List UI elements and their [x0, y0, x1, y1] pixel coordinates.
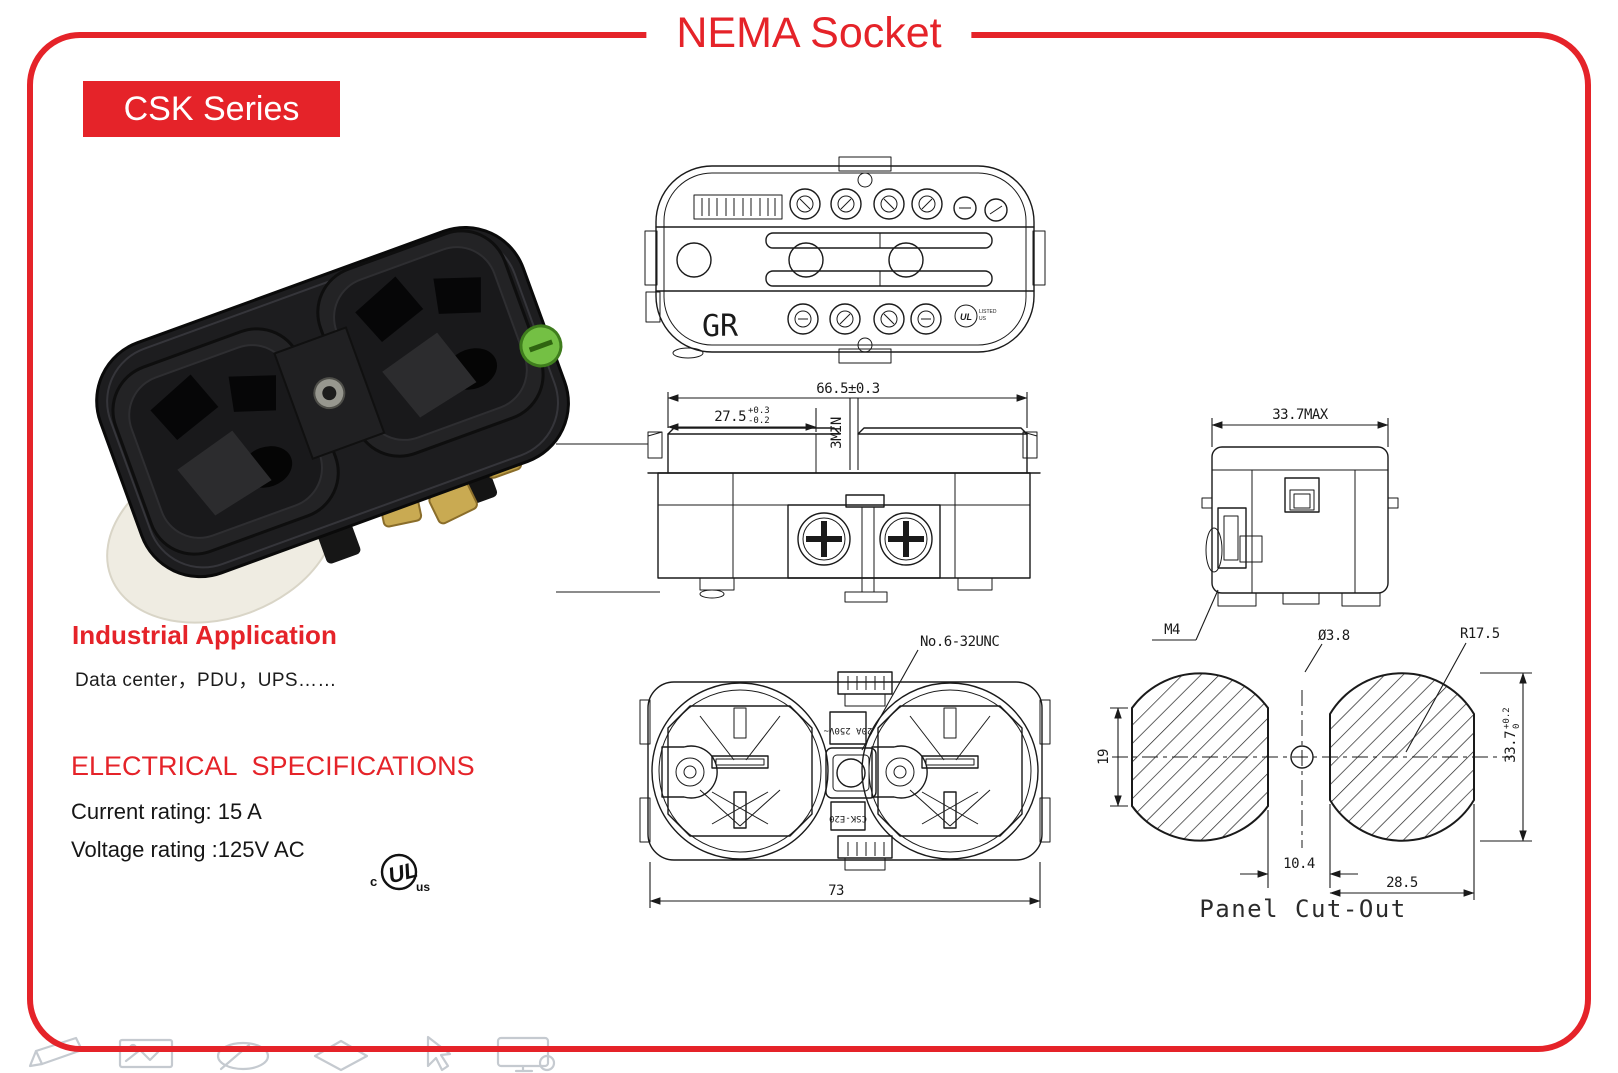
page-title: NEMA Socket	[646, 8, 972, 58]
svg-text:-0.2: -0.2	[748, 416, 770, 426]
dim-cutout-height: 33.7 +0.2 0	[1502, 707, 1522, 762]
socket-face-left	[150, 374, 293, 516]
svg-text:+0.2: +0.2	[1502, 707, 1512, 729]
center-screw-hole	[836, 758, 866, 788]
dim-radius: R17.5	[1460, 626, 1500, 642]
back-view-drawing: GR UL LISTED US	[644, 156, 1046, 364]
end-view-drawing: 33.7MAX M4	[1152, 407, 1399, 641]
label-barcode	[701, 198, 776, 216]
cutout-shape-right	[1329, 672, 1475, 842]
ul-certification-logo: c UL us	[370, 853, 430, 894]
dim-front-width: 73	[828, 883, 844, 899]
rating-label: 20A 250V~	[823, 725, 872, 735]
bottom-tab-ribs	[847, 842, 885, 856]
pencil-icon[interactable]	[28, 1036, 84, 1068]
svg-text:0: 0	[1512, 724, 1522, 729]
front-view-drawing: No.6-32UNC	[639, 634, 1051, 908]
center-drill-hole	[1290, 745, 1314, 769]
product-photo	[95, 225, 570, 624]
svg-text:UL: UL	[960, 312, 972, 322]
svg-text:+0.3: +0.3	[748, 406, 770, 416]
panel-cutout-caption: Panel Cut-Out	[1199, 895, 1406, 923]
model-label: CSK-E20	[829, 813, 867, 823]
dim-flat-height: 19	[1096, 749, 1112, 765]
terminal-screws-bottom	[787, 303, 942, 335]
dim-overall-width: 66.5±0.3	[816, 381, 880, 397]
mounting-screw-left	[797, 512, 851, 566]
terminal-screws-top	[789, 188, 1008, 222]
presentation-toolbar	[28, 1035, 556, 1073]
application-heading: Industrial Application	[72, 620, 337, 650]
panel-cutout-drawing: Ø3.8 R17.5 19 33.7 +0.2 0 10.4 28.5 Pane…	[1096, 626, 1532, 923]
image-icon[interactable]	[118, 1038, 174, 1069]
svg-text:33.7: 33.7	[1503, 731, 1519, 763]
dim-3min: 3MIN	[829, 417, 845, 449]
socket-face-drawing-right	[871, 705, 1023, 837]
ul-listed-mini-mark: UL LISTED US	[954, 304, 997, 328]
application-items: Data center，PDU，UPS……	[75, 670, 337, 691]
series-badge: CSK Series	[83, 81, 340, 137]
ul-us-suffix: us	[416, 880, 430, 894]
dim-depth: 33.7MAX	[1272, 407, 1329, 423]
side-view-drawing: 66.5±0.3 27.5 +0.3 -0.2 3MIN	[556, 381, 1041, 603]
cursor-icon[interactable]	[426, 1035, 452, 1072]
ul-c-prefix: c	[370, 874, 377, 889]
dim-gap: 10.4	[1283, 856, 1315, 872]
diamond-icon[interactable]	[313, 1039, 369, 1072]
m4-callout: M4	[1164, 622, 1180, 638]
mounting-screw-right	[879, 512, 933, 566]
gr-label: GR	[702, 309, 739, 344]
voltage-rating: Voltage rating :125V AC	[71, 837, 305, 862]
dim-hole: Ø3.8	[1318, 628, 1350, 644]
current-rating: Current rating: 15 A	[71, 799, 262, 824]
dim-partial-width: 27.5	[714, 409, 746, 425]
socket-face-right	[355, 276, 498, 418]
monitor-icon[interactable]	[496, 1036, 556, 1073]
thread-callout: No.6-32UNC	[920, 634, 999, 650]
cutout-shape-left	[1131, 672, 1269, 842]
socket-face-drawing-left	[661, 705, 813, 837]
top-tab-ribs	[847, 676, 885, 690]
svg-text:LISTED: LISTED	[979, 309, 997, 315]
ul-letters: UL	[386, 857, 421, 888]
specifications-heading: ELECTRICAL SPECIFICATIONS	[71, 751, 475, 781]
dim-span: 28.5	[1386, 875, 1418, 891]
svg-text:US: US	[979, 316, 987, 322]
